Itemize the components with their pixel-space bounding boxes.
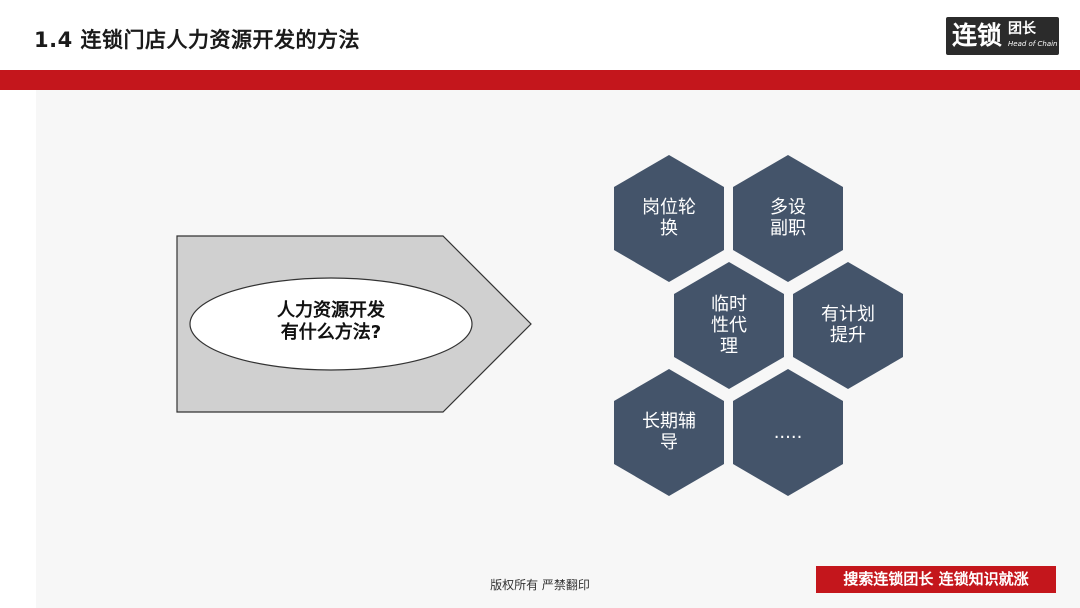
method-label-job-rotation: 岗位轮换 xyxy=(624,197,714,239)
method-label-line: 理 xyxy=(720,335,738,357)
page-title: 1.4 连锁门店人力资源开发的方法 xyxy=(34,28,361,52)
method-label-line: ..... xyxy=(773,421,803,443)
method-label-acting-agent: 临时性代理 xyxy=(684,294,774,357)
method-label-line: 长期辅 xyxy=(642,411,696,432)
brand-logo: 连锁 团长 Head of Chain xyxy=(946,17,1059,55)
method-label-line: 临时 xyxy=(711,293,747,315)
hexagon-planned-promotion xyxy=(793,262,903,389)
method-label-line: 副职 xyxy=(770,218,806,239)
slogan-badge: 搜索连锁团长 连锁知识就涨 xyxy=(816,566,1056,593)
hexagon-acting-agent xyxy=(674,262,784,389)
method-label-more: ..... xyxy=(743,422,833,443)
question-text: 人力资源开发 有什么方法? xyxy=(190,300,472,344)
method-label-line: 性代 xyxy=(711,314,747,336)
method-label-line: 岗位轮 xyxy=(642,197,696,218)
method-label-long-term-coaching: 长期辅导 xyxy=(624,411,714,453)
method-label-deputy-posts: 多设副职 xyxy=(743,197,833,239)
method-label-line: 有计划 xyxy=(821,304,875,325)
hexagon-deputy-posts xyxy=(733,155,843,282)
header-red-bar xyxy=(0,70,1080,90)
hexagon-more xyxy=(733,369,843,496)
method-label-planned-promotion: 有计划提升 xyxy=(803,304,893,346)
method-label-line: 提升 xyxy=(830,325,866,346)
hexagon-long-term-coaching xyxy=(614,369,724,496)
question-line-2: 有什么方法? xyxy=(280,322,382,343)
logo-sub-text: 团长 xyxy=(1008,21,1036,37)
copyright-notice: 版权所有 严禁翻印 xyxy=(490,578,590,592)
method-label-line: 多设 xyxy=(770,197,806,218)
logo-main-text: 连锁 xyxy=(952,21,1003,50)
question-line-1: 人力资源开发 xyxy=(277,300,385,321)
hexagon-job-rotation xyxy=(614,155,724,282)
logo-english-text: Head of Chain xyxy=(1008,40,1058,48)
question-ellipse xyxy=(189,277,473,371)
method-label-line: 换 xyxy=(660,218,678,239)
method-label-line: 导 xyxy=(660,432,678,453)
